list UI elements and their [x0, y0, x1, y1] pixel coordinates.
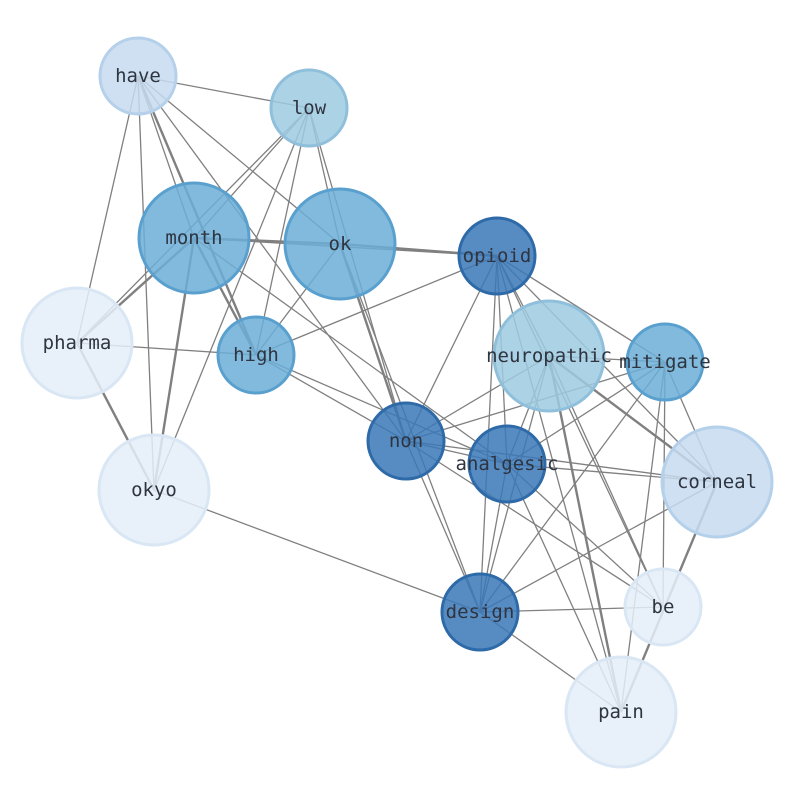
node-high: high [216, 315, 296, 395]
node-label-be: be [652, 596, 675, 618]
edge-high-opioid [255, 255, 498, 356]
edge-have-okyo [137, 75, 155, 491]
node-analgesic: analgesic [456, 424, 559, 504]
node-circle-ok [283, 187, 397, 301]
node-circle-be [623, 567, 703, 647]
edges-layer [75, 75, 719, 713]
node-mitigate: mitigate [619, 322, 711, 402]
node-label-pharma: pharma [43, 332, 112, 354]
edge-low-okyo [153, 107, 310, 491]
node-ok: ok [283, 187, 397, 301]
node-label-neuropathic: neuropathic [486, 345, 612, 367]
node-pharma: pharma [20, 286, 134, 400]
node-neuropathic: neuropathic [486, 299, 612, 413]
node-label-pain: pain [598, 701, 644, 723]
node-circle-okyo [97, 433, 211, 547]
node-circle-high [216, 315, 296, 395]
edge-okyo-design [153, 489, 481, 613]
node-circle-month [137, 181, 251, 295]
edge-low-high [255, 107, 310, 356]
node-label-mitigate: mitigate [619, 351, 711, 373]
node-circle-pharma [20, 286, 134, 400]
node-okyo: okyo [97, 433, 211, 547]
node-low: low [269, 68, 349, 148]
node-label-low: low [292, 97, 327, 119]
node-circle-non [366, 401, 446, 481]
edge-mitigate-design [479, 361, 666, 613]
node-have: have [98, 36, 178, 116]
node-label-analgesic: analgesic [456, 453, 559, 475]
node-label-design: design [446, 601, 515, 623]
node-non: non [366, 401, 446, 481]
node-label-have: have [115, 65, 161, 87]
node-pain: pain [564, 655, 678, 769]
node-label-ok: ok [329, 233, 352, 255]
node-circle-corneal [660, 425, 774, 539]
node-design: design [440, 572, 520, 652]
node-circle-have [98, 36, 178, 116]
node-be: be [623, 567, 703, 647]
nodes-layer: have low month ok opioid pharma high neuropathi… [20, 36, 774, 769]
node-circle-neuropathic [492, 299, 606, 413]
node-circle-analgesic [467, 424, 547, 504]
node-circle-pain [564, 655, 678, 769]
node-circle-low [269, 68, 349, 148]
node-label-corneal: corneal [677, 471, 757, 493]
node-opioid: opioid [457, 216, 537, 296]
node-label-high: high [233, 344, 279, 366]
edge-neuropathic-pain [547, 355, 623, 713]
node-circle-design [440, 572, 520, 652]
node-month: month [137, 181, 251, 295]
edge-mitigate-pain [620, 361, 666, 713]
node-label-okyo: okyo [131, 479, 177, 501]
edge-have-non [137, 75, 407, 442]
node-label-opioid: opioid [463, 245, 532, 267]
edge-high-analgesic [255, 354, 508, 465]
node-corneal: corneal [660, 425, 774, 539]
node-circle-mitigate [625, 322, 705, 402]
node-label-non: non [389, 430, 423, 452]
node-circle-opioid [457, 216, 537, 296]
node-label-month: month [165, 227, 222, 249]
